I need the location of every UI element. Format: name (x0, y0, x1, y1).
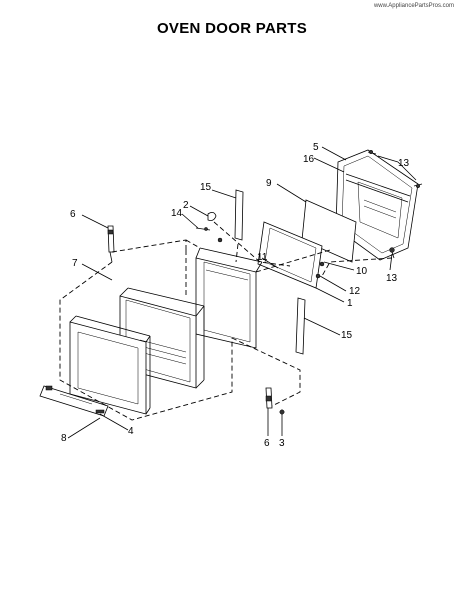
callout-11: 11 (257, 252, 268, 263)
callout-15b: 15 (341, 330, 353, 341)
callout-2: 2 (183, 200, 189, 211)
callout-15a: 15 (200, 182, 212, 193)
callout-7: 7 (72, 258, 78, 269)
callout-13b: 13 (386, 273, 398, 284)
hinge-6-left (107, 225, 115, 263)
screw-14 (195, 227, 223, 243)
callout-14: 14 (171, 208, 183, 219)
spacer-15-top (234, 189, 244, 241)
callout-5: 5 (313, 142, 319, 153)
callout-6b: 6 (264, 438, 270, 449)
callout-16: 16 (303, 154, 315, 165)
callout-1: 1 (347, 298, 353, 309)
spacer-15-bottom (295, 297, 306, 355)
callout-12: 12 (349, 286, 361, 297)
callout-9: 9 (266, 178, 272, 189)
leader-lines (67, 146, 417, 439)
callout-4: 4 (128, 426, 134, 437)
door-liner-11 (195, 247, 263, 349)
watermark: www.AppliancePartsPros.com (373, 3, 454, 9)
callout-13a: 13 (398, 158, 410, 169)
dashed-guide-lines (59, 221, 393, 421)
callout-10: 10 (356, 266, 368, 277)
callout-labels: 5 16 13 9 15 2 14 6 7 11 10 13 12 1 15 8… (61, 142, 410, 449)
callout-6a: 6 (70, 209, 76, 220)
callout-8: 8 (61, 433, 67, 444)
screw-13-top (367, 149, 423, 189)
page-title: OVEN DOOR PARTS (156, 20, 308, 37)
hinge-6-right (265, 387, 285, 415)
callout-3: 3 (279, 438, 285, 449)
screw-13-bottom (389, 247, 395, 259)
clip-2 (207, 212, 217, 221)
glass-panel (301, 199, 357, 263)
outer-door-panel (69, 315, 151, 415)
